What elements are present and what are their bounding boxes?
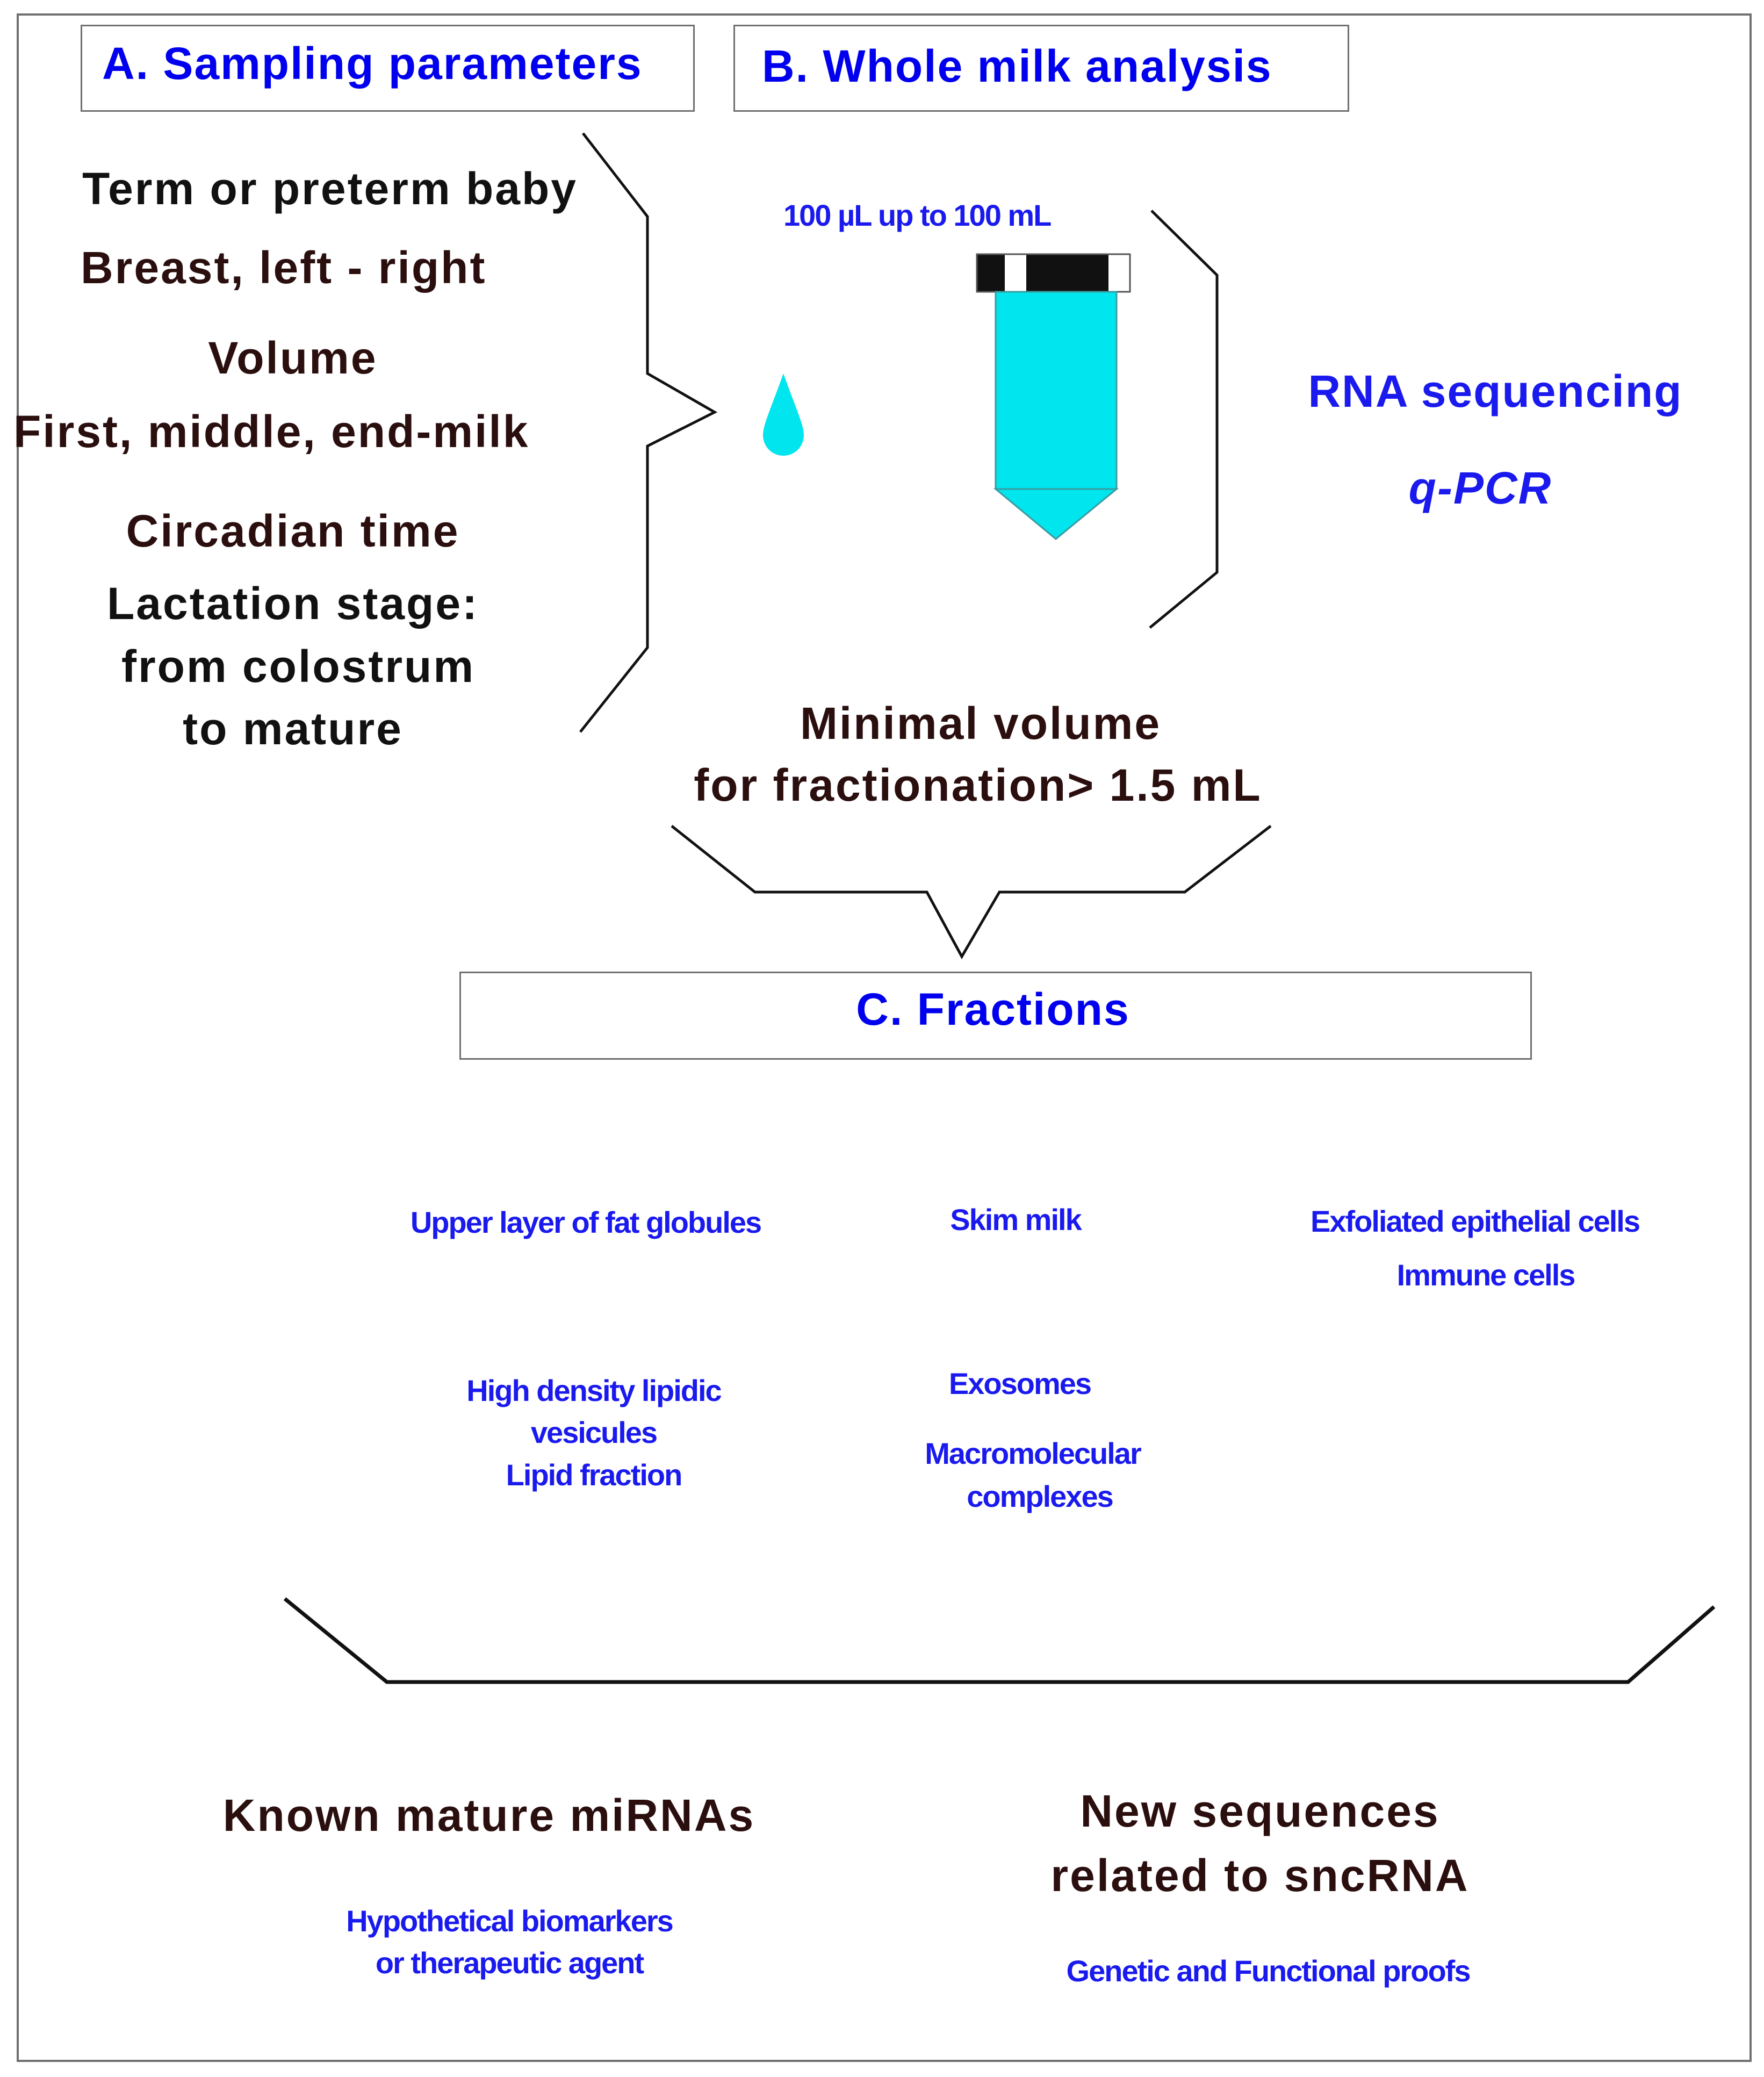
fraction-immune-cells: Immune cells (1396, 1258, 1576, 1292)
sampling-header-box (81, 25, 695, 112)
minimal-volume-line2: for fractionation> 1.5 mL (694, 760, 1262, 810)
param-volume: Volume (208, 333, 378, 383)
bracket-whole-milk (1149, 210, 1219, 629)
fraction-lipidic-line1: High density lipidic (466, 1374, 722, 1407)
fraction-macromolecular-line2: complexes (967, 1479, 1113, 1513)
outer-frame (17, 13, 1752, 2062)
sampling-header: A. Sampling parameters (102, 38, 643, 89)
param-colostrum: from colostrum (121, 641, 476, 692)
fraction-lipidic-line2: vesicules (530, 1415, 658, 1449)
fractions-header-box (459, 972, 1532, 1060)
fraction-macromolecular-line1: Macromolecular (925, 1436, 1141, 1470)
method-qpcr: q-PCR (1408, 463, 1552, 513)
whole-milk-header-box (733, 25, 1349, 112)
param-breast: Breast, left - right (81, 242, 487, 293)
param-circadian: Circadian time (126, 506, 460, 556)
outcome-known-sub2: or therapeutic agent (375, 1946, 644, 1980)
param-term-preterm: Term or preterm baby (82, 163, 578, 214)
milk-drop-icon (763, 373, 804, 456)
bracket-sampling (579, 132, 718, 733)
minimal-volume-line1: Minimal volume (800, 698, 1162, 749)
param-milk-phase: First, middle, end-milk (13, 406, 530, 457)
method-rna-seq: RNA sequencing (1308, 366, 1683, 416)
param-lactation: Lactation stage: (106, 578, 479, 629)
whole-milk-header: B. Whole milk analysis (762, 41, 1272, 91)
outcome-new-title1: New sequences (1080, 1786, 1440, 1836)
outcome-new-title2: related to sncRNA (1050, 1850, 1470, 1901)
fraction-epithelial-cells: Exfoliated epithelial cells (1310, 1204, 1640, 1238)
tube-icon (976, 253, 1131, 540)
outcome-known-sub1: Hypothetical biomarkers (346, 1904, 674, 1938)
fraction-lipid: Lipid fraction (506, 1458, 683, 1492)
fractions-header: C. Fractions (856, 984, 1130, 1034)
fraction-skim-milk: Skim milk (950, 1203, 1082, 1237)
outcome-known-title: Known mature miRNAs (222, 1790, 755, 1841)
bracket-outcomes (283, 1597, 1716, 1684)
fraction-fat-globules: Upper layer of fat globules (410, 1205, 762, 1239)
volume-range: 100 µL up to 100 mL (783, 198, 1052, 232)
outcome-new-sub: Genetic and Functional proofs (1066, 1954, 1471, 1988)
param-mature: to mature (183, 703, 403, 754)
fraction-exosomes: Exosomes (948, 1367, 1092, 1400)
funnel-to-fractions (671, 825, 1272, 960)
